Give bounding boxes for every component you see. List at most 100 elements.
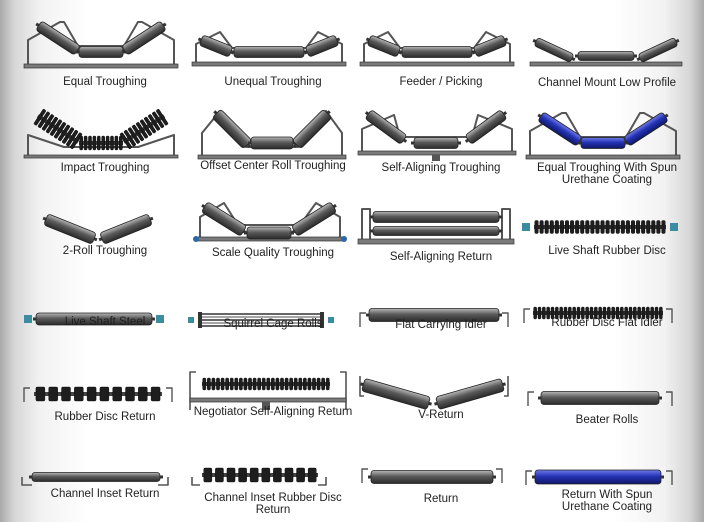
bracket-left (359, 376, 364, 397)
inset-disc-illustration (191, 467, 327, 486)
idler-item-trough3-low: Unequal Troughing (188, 16, 358, 96)
low-profile-illustration (529, 38, 683, 67)
bracket (23, 387, 30, 402)
idler-item-self-align-return: Self-Aligning Return (356, 203, 526, 283)
bearing (670, 223, 678, 231)
trough3-low-illustration (359, 31, 515, 67)
idler-item-self-align-trough: Self-Aligning Troughing (356, 107, 526, 187)
base-channel (23, 154, 179, 159)
vee-roll-right (98, 214, 154, 244)
rubber-discs (202, 377, 330, 391)
bracket-right (504, 376, 509, 397)
channel-right (318, 477, 327, 486)
channel-left (191, 477, 200, 486)
idler-caption: Unequal Troughing (182, 76, 364, 88)
wing-roll-left (364, 110, 408, 144)
caption-line: Impact Troughing (60, 162, 150, 174)
self-align-trough-illustration (357, 110, 517, 161)
wing-roll-right (636, 38, 680, 62)
v-roll-left (360, 378, 432, 410)
idler-caption: Channel Inset Return (14, 488, 196, 500)
idler-item-beater: Beater Rolls (522, 372, 692, 452)
caption-line: Channel Mount Low Profile (537, 77, 677, 89)
caption-line: Self-Aligning Troughing (381, 162, 501, 174)
troughing-frame (361, 114, 513, 155)
caption-line: Scale Quality Troughing (211, 247, 335, 259)
caption-line: Return (255, 504, 291, 516)
idler-caption: 2-Roll Troughing (14, 245, 196, 257)
bracket (666, 308, 673, 323)
idler-caption: Return (350, 493, 532, 505)
base-channel (357, 150, 517, 156)
idler-item-v-return: V-Return (356, 372, 526, 452)
caption-line: Rubber Disc Flat Idler (551, 317, 663, 329)
bracket-right (340, 371, 347, 410)
center-roll (399, 46, 475, 58)
flat-illustration (359, 308, 509, 327)
v-roll-right (434, 378, 506, 410)
caption-line: Equal Troughing (63, 76, 147, 88)
center-roll (578, 137, 628, 149)
idler-item-vee2: 2-Roll Troughing (20, 203, 190, 283)
idler-item-low-profile: Channel Mount Low Profile (522, 16, 692, 96)
wing-roll-left (35, 21, 81, 55)
caption-line: 2-Roll Troughing (62, 245, 148, 257)
idler-item-negotiator: Negotiator Self-Aligning Return (188, 371, 358, 452)
wing-roll-left (197, 35, 235, 57)
center-roll (76, 46, 126, 58)
scale-illustration (193, 202, 347, 242)
wing-roll-right (303, 35, 341, 57)
idler-caption: Equal Troughing (14, 76, 196, 88)
idler-caption: Scale Quality Troughing (182, 247, 364, 259)
idler-item-live-disc: Live Shaft Rubber Disc (522, 203, 692, 283)
squirrel-illustration (188, 312, 334, 328)
return-roll-lower (370, 226, 502, 236)
idler-caption: Channel Mount Low Profile (516, 77, 698, 89)
channel-left (21, 477, 32, 486)
scale-mount (193, 236, 199, 242)
idler-caption: Beater Rolls (516, 414, 698, 426)
caption-line: Offset Center Roll Troughing (200, 160, 346, 172)
idler-item-inset: Channel Inset Return (20, 455, 190, 522)
wing-roll-right (121, 21, 167, 55)
idler-item-squirrel: Squirrel Cage Rolls (188, 293, 358, 373)
idler-caption: Self-Aligning Return (350, 251, 532, 263)
bracket (502, 312, 509, 327)
flat-roll (366, 308, 502, 322)
idler-item-live-steel: Live Shaft Steel (20, 293, 190, 373)
bearing (188, 317, 194, 323)
idler-item-offset: Offset Center Roll Troughing (188, 107, 358, 187)
idler-caption: Live Shaft Rubber Disc (516, 245, 698, 257)
caption-line: Live Shaft Steel (64, 316, 146, 328)
idler-item-return: Return (356, 455, 526, 522)
idler-item-scale: Scale Quality Troughing (188, 202, 358, 283)
troughing-frame (27, 134, 175, 157)
wing-roll-right (623, 112, 669, 146)
caption-line: Urethane Coating (561, 174, 653, 186)
beater-illustration (527, 391, 673, 406)
return-roll-upper (370, 211, 502, 223)
caption-line: Equal Troughing With Spun (536, 162, 677, 174)
idler-item-disc-flat: Rubber Disc Flat Idler (522, 293, 692, 373)
impact-rings-left (33, 109, 83, 149)
idler-caption: V-Return (350, 409, 532, 421)
offset-illustration (197, 110, 347, 160)
disc-flat-illustration (523, 306, 673, 323)
base-channel (357, 238, 515, 245)
caption-line: Return (423, 493, 459, 505)
self-align-return-illustration (357, 208, 515, 245)
steel-roll (33, 312, 155, 326)
caption-line: Urethane Coating (561, 501, 653, 513)
vee2-illustration (42, 214, 154, 244)
beater-roll (538, 391, 662, 405)
caption-line: Return With Spun (561, 489, 653, 501)
bracket (666, 470, 673, 485)
bracket (525, 470, 532, 485)
bearing (328, 317, 334, 323)
idler-item-trough3: Equal Troughing (20, 16, 190, 96)
idler-caption: Flat Carrying Idler (350, 319, 532, 331)
bracket (166, 387, 173, 402)
